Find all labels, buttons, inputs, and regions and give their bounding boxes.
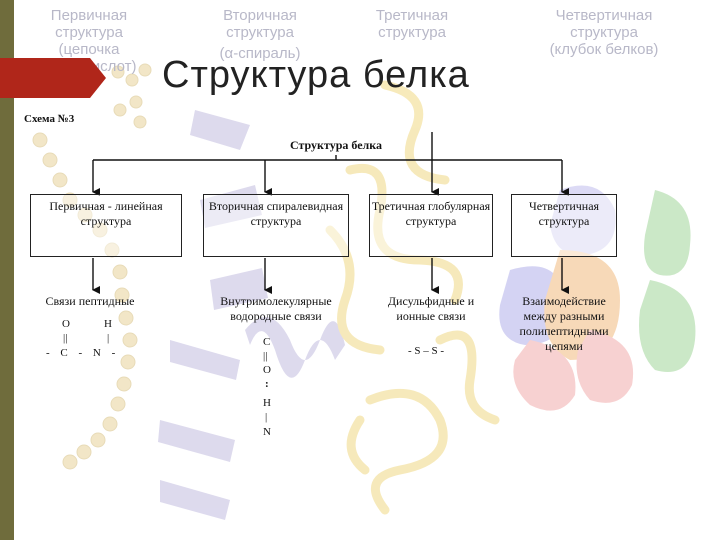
header-secondary: Вторичная структура (α-спираль) [190, 7, 330, 62]
box-tertiary-structure: Третичная глобулярная структура [369, 194, 493, 257]
disulfide-formula: - S – S - [408, 345, 445, 357]
slide-title: Структура белка [162, 54, 470, 96]
box-secondary-structure: Вторичная спиралевидная структура [203, 194, 349, 257]
peptide-formula-o: O [62, 318, 70, 330]
hbond-formula-single: | [265, 411, 268, 423]
hbond-formula-c: C [263, 336, 271, 348]
bond-hydrogen-label: Внутримолекулярные водородные связи [220, 294, 332, 323]
header-tertiary-line1: Третичная структура [375, 7, 449, 41]
header-tertiary: Третичная структура [345, 7, 479, 41]
header-quaternary-line2: (клубок белков) [549, 41, 659, 58]
header-primary-line1: Первичная структура [50, 7, 128, 41]
hbond-formula-n: N [263, 426, 271, 438]
bond-disulfide-label: Дисульфидные и ионные связи [387, 294, 475, 323]
peptide-formula-single-bond: | [107, 332, 110, 344]
peptide-formula-chain: - C - N - [46, 347, 116, 359]
hbond-formula-h: H [263, 397, 271, 409]
hbond-formula-double: || [263, 350, 268, 362]
bond-interchain-label: Взаимодействие между разными полипептидн… [519, 294, 609, 353]
peptide-formula-h: H [104, 318, 112, 330]
header-secondary-line1: Вторичная структура [223, 7, 297, 41]
bond-peptide-label: Связи пептидные [45, 294, 135, 308]
hbond-formula-dots: : [265, 378, 269, 390]
header-quaternary: Четвертичная структура (клубок белков) [524, 7, 684, 58]
peptide-formula-double-bond: || [63, 332, 68, 344]
schema-label: Схема №3 [24, 113, 75, 125]
title-flag-marker [0, 58, 106, 98]
diagram-root-label: Структура белка [289, 138, 383, 152]
header-secondary-line2: (α-спираль) [219, 45, 301, 62]
left-accent-bar [0, 0, 14, 540]
hbond-formula-o: O [263, 364, 271, 376]
box-quaternary-structure: Четвертичная структура [511, 194, 617, 257]
header-quaternary-line1: Четвертичная структура [555, 7, 653, 41]
box-primary-structure: Первичная - линейная структура [30, 194, 182, 257]
